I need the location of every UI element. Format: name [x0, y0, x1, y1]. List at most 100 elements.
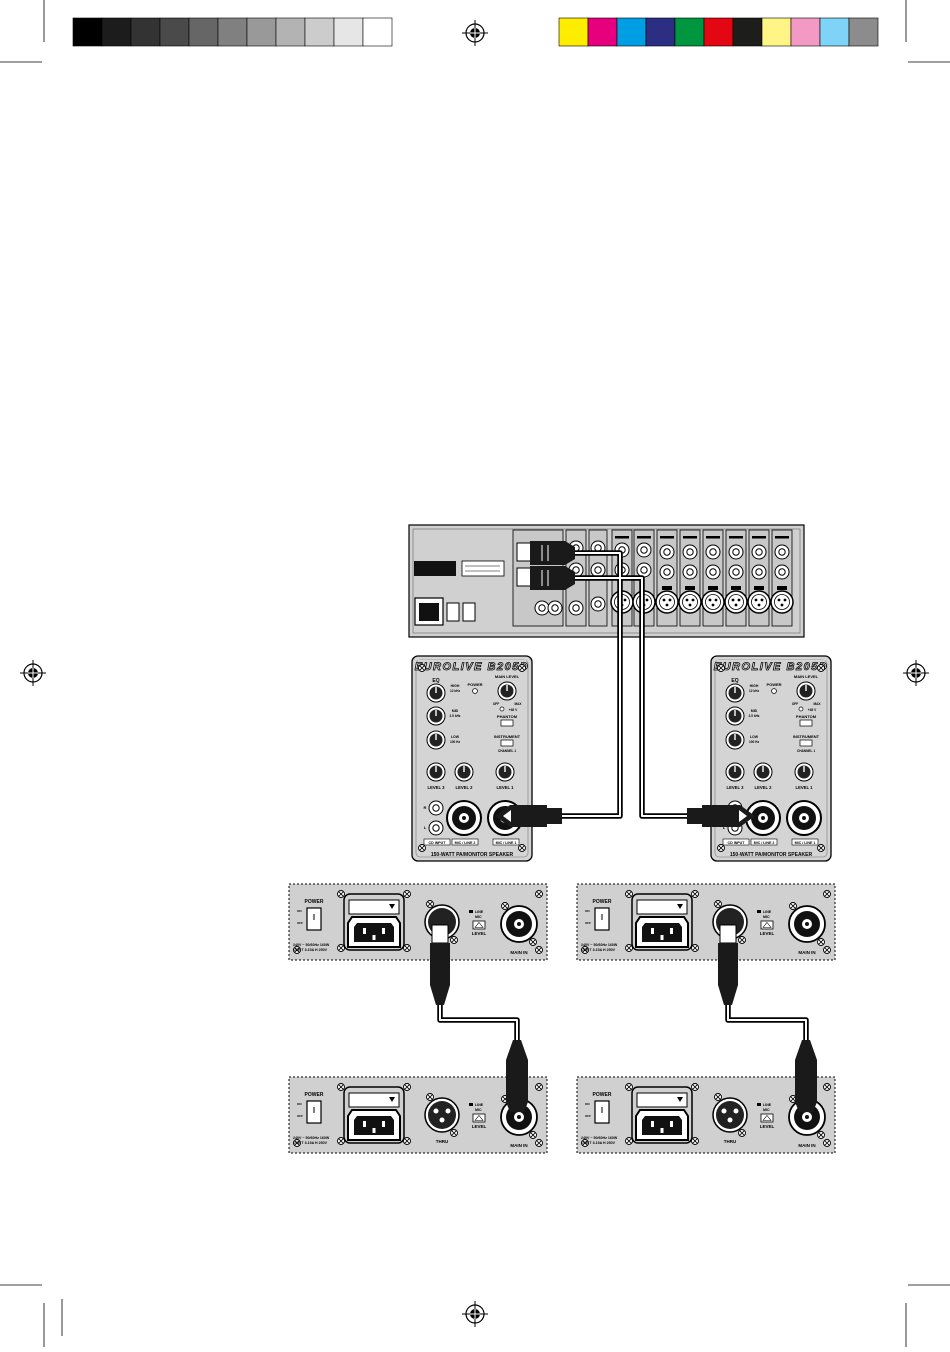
- fuse-label: USE T 3.15A H 250V: [581, 948, 616, 952]
- power-led-icon: [472, 688, 478, 694]
- screw-icon: [714, 900, 722, 908]
- off-label: OFF: [792, 702, 798, 706]
- main-in-label: MAIN IN: [798, 1143, 815, 1148]
- switch-off-label: OFF: [585, 921, 591, 925]
- main-in-label: MAIN IN: [798, 950, 815, 955]
- screw-icon: [418, 844, 426, 852]
- grayscale-bar: [72, 17, 393, 47]
- high-eq-knob[interactable]: [725, 683, 745, 703]
- screw-icon: [337, 1137, 345, 1145]
- link-plugs: [430, 924, 817, 1112]
- combo-jack-icon[interactable]: [786, 800, 822, 836]
- power-switch[interactable]: [446, 602, 460, 622]
- mic-line2-label: MIC / LINE 2: [754, 841, 775, 845]
- high-eq-knob[interactable]: [426, 683, 446, 703]
- combo-jack-icon[interactable]: [446, 800, 482, 836]
- power-inlet-icon[interactable]: [347, 916, 401, 948]
- color-swatch: [790, 17, 821, 47]
- voltage-label: 240V ~ 50/60Hz 160W: [581, 943, 618, 947]
- jack-icon: [705, 564, 721, 580]
- mid-freq-label: 2.5 kHz: [450, 714, 461, 718]
- line-label: LINE: [763, 1103, 772, 1107]
- screw-icon: [529, 1131, 537, 1139]
- level2-knob[interactable]: [454, 762, 474, 782]
- level-switch[interactable]: [760, 920, 774, 930]
- level-switch[interactable]: [760, 1113, 774, 1123]
- mic-line1-label: MIC / LINE 1: [496, 841, 517, 845]
- screw-icon: [535, 890, 543, 898]
- color-swatch: [587, 17, 618, 47]
- high-label: HIGH: [451, 684, 460, 688]
- level1-label: LEVEL 1: [796, 785, 814, 790]
- color-swatch: [645, 17, 676, 47]
- phantom-label: PHANTOM: [796, 714, 817, 719]
- switch-on-label: ON: [297, 909, 302, 913]
- jack-icon: [590, 562, 606, 578]
- registration-mark-icon: [902, 659, 930, 687]
- xlr-connector-icon: [506, 1040, 528, 1102]
- power-inlet-icon[interactable]: [347, 1109, 401, 1141]
- screw-icon: [738, 1129, 746, 1137]
- high-label: HIGH: [750, 684, 759, 688]
- phantom-switch[interactable]: [500, 719, 514, 727]
- screw-icon: [691, 1083, 699, 1091]
- level3-label: LEVEL 3: [727, 785, 745, 790]
- xlr-connector-icon[interactable]: [428, 1101, 456, 1129]
- low-eq-knob[interactable]: [426, 730, 446, 750]
- mic-line1-label: MIC / LINE 1: [795, 841, 816, 845]
- mid-eq-knob[interactable]: [426, 706, 446, 726]
- main-level-knob[interactable]: [497, 681, 517, 701]
- phantom-switch[interactable]: [799, 719, 813, 727]
- registration-mark-icon: [461, 1300, 489, 1328]
- level2-knob[interactable]: [753, 762, 773, 782]
- mid-eq-knob[interactable]: [725, 706, 745, 726]
- power-label: POWER: [305, 1092, 324, 1098]
- line-label: LINE: [475, 910, 484, 914]
- switch-off-label: OFF: [297, 921, 303, 925]
- cd-input-label: CD INPUT: [728, 841, 746, 845]
- grayscale-swatch: [159, 17, 190, 47]
- right-speaker-input-plug: [687, 805, 755, 827]
- screw-icon: [529, 938, 537, 946]
- level1-knob[interactable]: [794, 762, 814, 782]
- xlr-connector-icon[interactable]: [716, 1101, 744, 1129]
- level3-knob[interactable]: [426, 762, 446, 782]
- xlr-connector-icon: [795, 1040, 817, 1102]
- screw-icon: [823, 946, 831, 954]
- level1-knob[interactable]: [495, 762, 515, 782]
- level3-knob[interactable]: [725, 762, 745, 782]
- jack-icon: [705, 544, 721, 560]
- power-inlet-icon[interactable]: [635, 916, 689, 948]
- level-switch[interactable]: [472, 920, 486, 930]
- grayscale-swatch: [246, 17, 277, 47]
- rca-r-icon[interactable]: [428, 800, 444, 816]
- screw-icon: [337, 944, 345, 952]
- instrument-switch[interactable]: [799, 739, 813, 747]
- level-switch[interactable]: [472, 1113, 486, 1123]
- screw-icon: [691, 890, 699, 898]
- max-label: MAX: [514, 702, 522, 706]
- level2-label: LEVEL 2: [456, 785, 474, 790]
- power-label: POWER: [305, 899, 324, 905]
- color-swatch: [732, 17, 763, 47]
- main-level-knob[interactable]: [796, 681, 816, 701]
- rca-l-icon[interactable]: [428, 820, 444, 836]
- screw-icon: [501, 902, 509, 910]
- screw-icon: [714, 1093, 722, 1101]
- power-inlet-icon[interactable]: [635, 1109, 689, 1141]
- jack-icon: [774, 544, 790, 560]
- amp-link-cables: [437, 1005, 809, 1040]
- level-label: LEVEL: [472, 1124, 487, 1129]
- screw-icon: [625, 890, 633, 898]
- mic-label: MIC: [475, 1108, 482, 1112]
- mid-label: MID: [751, 709, 758, 713]
- low-eq-knob[interactable]: [725, 730, 745, 750]
- level-label: LEVEL: [760, 931, 775, 936]
- grayscale-swatch: [304, 17, 335, 47]
- screw-icon: [817, 938, 825, 946]
- jack-icon: [547, 600, 563, 616]
- fuse-label: USE T 3.15A H 250V: [293, 1141, 328, 1145]
- r-label: R: [424, 805, 427, 810]
- instrument-switch[interactable]: [500, 739, 514, 747]
